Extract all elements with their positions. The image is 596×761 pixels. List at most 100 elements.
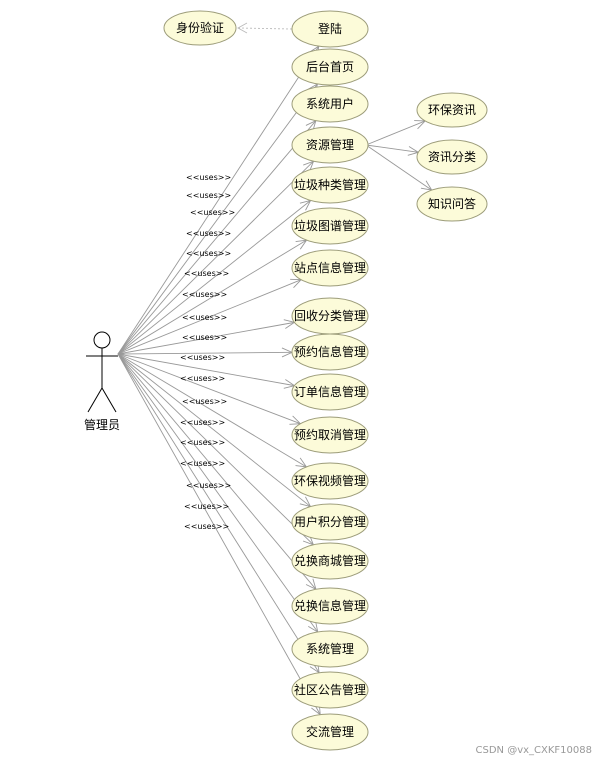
uses-label-recycle-cat: <<uses>> (182, 313, 227, 322)
usecase-booking-info: 预约信息管理 (291, 333, 369, 371)
uses-label-garbage-atlas: <<uses>> (184, 269, 229, 278)
edge-order-info-line (117, 353, 295, 387)
usecase-exchange-comm: 交流管理 (291, 713, 369, 751)
usecase-resource: 资源管理 (291, 126, 369, 164)
usecase-garbage-atlas: 垃圾图谱管理 (291, 207, 369, 245)
edge-booking-cancel-line (117, 353, 301, 425)
usecase-eco-news-label: 环保资讯 (428, 103, 476, 117)
edge-eco-news-line (365, 120, 426, 146)
usecase-user-points-shape (291, 503, 369, 541)
usecase-community-notice-shape (291, 671, 369, 709)
watermark: CSDN @vx_CXKF10088 (476, 745, 592, 756)
uses-label-station-info: <<uses>> (182, 290, 227, 299)
usecase-qa-label: 知识问答 (428, 196, 476, 211)
usecase-garbage-atlas-shape (291, 207, 369, 245)
usecase-booking-cancel: 预约取消管理 (291, 416, 369, 454)
uses-label-exchange-mall: <<uses>> (180, 438, 225, 447)
usecase-garbage-atlas-label: 垃圾图谱管理 (294, 218, 366, 233)
uses-label-sys-user: <<uses>> (190, 208, 235, 217)
usecase-exchange-info: 兑换信息管理 (291, 587, 369, 625)
usecase-exchange-mall-label: 兑换商城管理 (294, 553, 366, 568)
usecase-system-mgmt-label: 系统管理 (306, 641, 354, 656)
edge-eco-video-line (117, 353, 307, 468)
usecase-community-notice: 社区公告管理 (291, 671, 369, 709)
edge-auth-line (237, 27, 293, 30)
usecase-exchange-info-label: 兑换信息管理 (294, 598, 366, 613)
usecase-resource-label: 资源管理 (306, 137, 354, 152)
edge-login-line (117, 45, 320, 355)
usecase-booking-info-label: 预约信息管理 (294, 344, 366, 359)
uses-labels: <<uses>> <<uses>> <<uses>> <<uses>> <<uses>>… (180, 173, 235, 531)
actor-left-leg (87, 387, 103, 413)
usecase-station-info-shape (291, 249, 369, 287)
usecase-system-mgmt-shape (291, 630, 369, 668)
edge-system-mgmt-line (117, 353, 319, 633)
usecase-news-cat-shape (416, 139, 488, 175)
usecase-home-label: 后台首页 (306, 59, 354, 74)
edge-station-info-line (117, 279, 302, 355)
uses-label-garbage-type: <<uses>> (186, 249, 231, 258)
edges (117, 22, 433, 716)
usecase-qa-shape (416, 186, 488, 222)
usecase-recycle-cat-label: 回收分类管理 (294, 308, 366, 323)
actor-head (93, 331, 111, 349)
usecase-exchange-comm-label: 交流管理 (306, 724, 354, 739)
edge-sys-user-line (117, 120, 317, 355)
edge-auth-arrowhead (237, 22, 248, 34)
usecase-home: 后台首页 (291, 48, 369, 86)
usecase-home-shape (291, 48, 369, 86)
usecase-qa: 知识问答 (416, 186, 488, 222)
usecase-order-info-label: 订单信息管理 (294, 384, 366, 399)
usecase-login-label: 登陆 (318, 21, 342, 36)
usecase-news-cat-label: 资讯分类 (428, 150, 476, 164)
uses-label-exchange-comm: <<uses>> (184, 522, 229, 531)
usecase-sys-user-label: 系统用户 (306, 96, 354, 111)
uses-label-booking-cancel: <<uses>> (180, 374, 225, 383)
usecase-auth-shape (163, 10, 237, 46)
actor: 管理员 (84, 331, 120, 432)
uses-label-community-notice: <<uses>> (184, 502, 229, 511)
edge-news-cat-line (365, 144, 419, 153)
usecase-eco-news-shape (416, 92, 488, 128)
usecase-user-points-label: 用户积分管理 (294, 514, 366, 529)
edge-resource-line (117, 160, 314, 355)
usecase-recycle-cat: 回收分类管理 (291, 297, 369, 335)
usecase-eco-news: 环保资讯 (416, 92, 488, 128)
usecase-order-info-shape (291, 373, 369, 411)
usecase-garbage-type-label: 垃圾种类管理 (294, 177, 366, 192)
uses-label-user-points: <<uses>> (180, 418, 225, 427)
edge-exchange-comm-line (117, 353, 321, 715)
uses-label-exchange-info: <<uses>> (180, 459, 225, 468)
usecase-news-cat: 资讯分类 (416, 139, 488, 175)
uses-label-eco-video: <<uses>> (182, 397, 227, 406)
usecase-station-info: 站点信息管理 (291, 249, 369, 287)
uses-label-resource: <<uses>> (186, 229, 231, 238)
usecase-login-shape (291, 10, 369, 48)
usecase-system-mgmt: 系统管理 (291, 630, 369, 668)
usecase-booking-cancel-shape (291, 416, 369, 454)
usecase-garbage-type-shape (291, 166, 369, 204)
actor-label: 管理员 (84, 417, 120, 432)
usecase-garbage-type: 垃圾种类管理 (291, 166, 369, 204)
usecase-resource-shape (291, 126, 369, 164)
usecase-eco-video: 环保视频管理 (291, 462, 369, 500)
edge-booking-info-line (117, 351, 293, 355)
usecase-sys-user-shape (291, 85, 369, 123)
uses-label-order-info: <<uses>> (180, 353, 225, 362)
usecase-order-info: 订单信息管理 (291, 373, 369, 411)
usecase-station-info-label: 站点信息管理 (294, 260, 366, 275)
usecase-eco-video-label: 环保视频管理 (294, 473, 366, 488)
usecase-user-points: 用户积分管理 (291, 503, 369, 541)
usecase-sys-user: 系统用户 (291, 85, 369, 123)
edge-garbage-atlas-line (117, 239, 307, 355)
edge-exchange-mall-line (117, 353, 314, 546)
usecase-community-notice-label: 社区公告管理 (294, 682, 366, 697)
actor-right-leg (101, 387, 117, 413)
uses-label-home: <<uses>> (186, 191, 231, 200)
edge-community-notice-line (117, 353, 320, 673)
edge-recycle-cat-line (117, 321, 295, 355)
uses-label-booking-info: <<uses>> (182, 333, 227, 342)
nodes: 登陆后台首页系统用户资源管理垃圾种类管理垃圾图谱管理站点信息管理回收分类管理预约… (163, 10, 488, 751)
usecase-booking-info-shape (291, 333, 369, 371)
